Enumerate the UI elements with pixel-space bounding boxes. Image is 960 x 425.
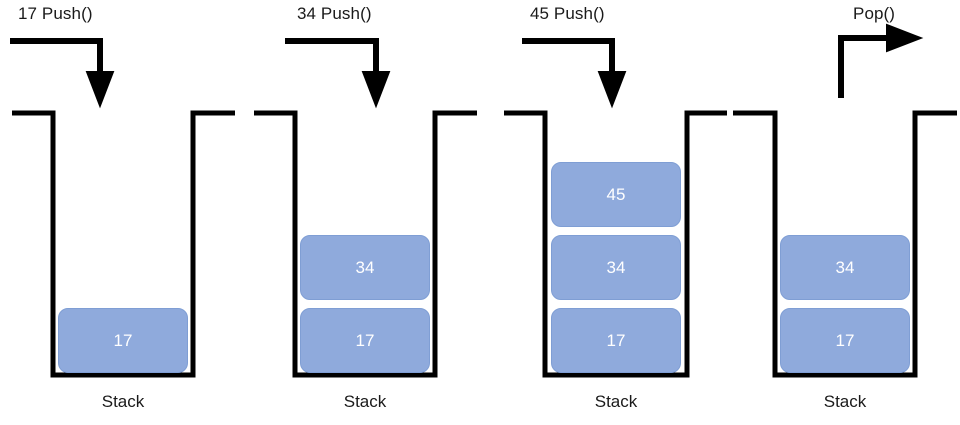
- operation-label-3: 45 Push(): [530, 4, 605, 23]
- stack-blocks-3: 17 34 45: [551, 162, 681, 373]
- push-arrow-1: [10, 38, 103, 80]
- stack-container-1: [12, 110, 235, 378]
- stack-block[interactable]: 34: [780, 235, 910, 300]
- stack-block[interactable]: 34: [300, 235, 430, 300]
- stack-panel-2: 34 Push() 17 34 Stack: [247, 0, 494, 425]
- operation-label-2: 34 Push(): [297, 4, 372, 23]
- stack-caption-3: Stack: [594, 392, 638, 411]
- stack-block[interactable]: 17: [551, 308, 681, 373]
- stack-container-4: [733, 110, 957, 378]
- stack-block[interactable]: 17: [300, 308, 430, 373]
- stack-panel-4: Pop() 17 34 Stack: [737, 0, 960, 425]
- pop-arrow-4: [838, 35, 895, 98]
- push-arrow-2: [285, 38, 379, 80]
- stack-blocks-4: 17 34: [780, 235, 910, 373]
- stack-container-2: [254, 110, 477, 378]
- stack-blocks-1: 17: [58, 308, 188, 373]
- stack-block[interactable]: 45: [551, 162, 681, 227]
- stack-blocks-2: 17 34: [300, 235, 430, 373]
- stack-panel-3: 45 Push() 17 34 45 Stack: [494, 0, 737, 425]
- stack-caption-2: Stack: [343, 392, 387, 411]
- stack-container-3: [504, 110, 727, 378]
- push-arrowhead-1: [85, 71, 115, 109]
- push-arrowhead-3: [597, 71, 627, 109]
- push-arrowhead-2: [361, 71, 391, 109]
- push-arrow-3: [522, 38, 615, 80]
- stack-panel-1: 17 Push() 17 Stack: [0, 0, 247, 425]
- operation-label-4: Pop(): [853, 4, 896, 23]
- stack-caption-4: Stack: [823, 392, 867, 411]
- stack-block[interactable]: 17: [58, 308, 188, 373]
- operation-label-1: 17 Push(): [18, 4, 93, 23]
- stack-block[interactable]: 34: [551, 235, 681, 300]
- stack-block[interactable]: 17: [780, 308, 910, 373]
- stack-caption-1: Stack: [101, 392, 145, 411]
- pop-arrowhead-4: [886, 23, 924, 53]
